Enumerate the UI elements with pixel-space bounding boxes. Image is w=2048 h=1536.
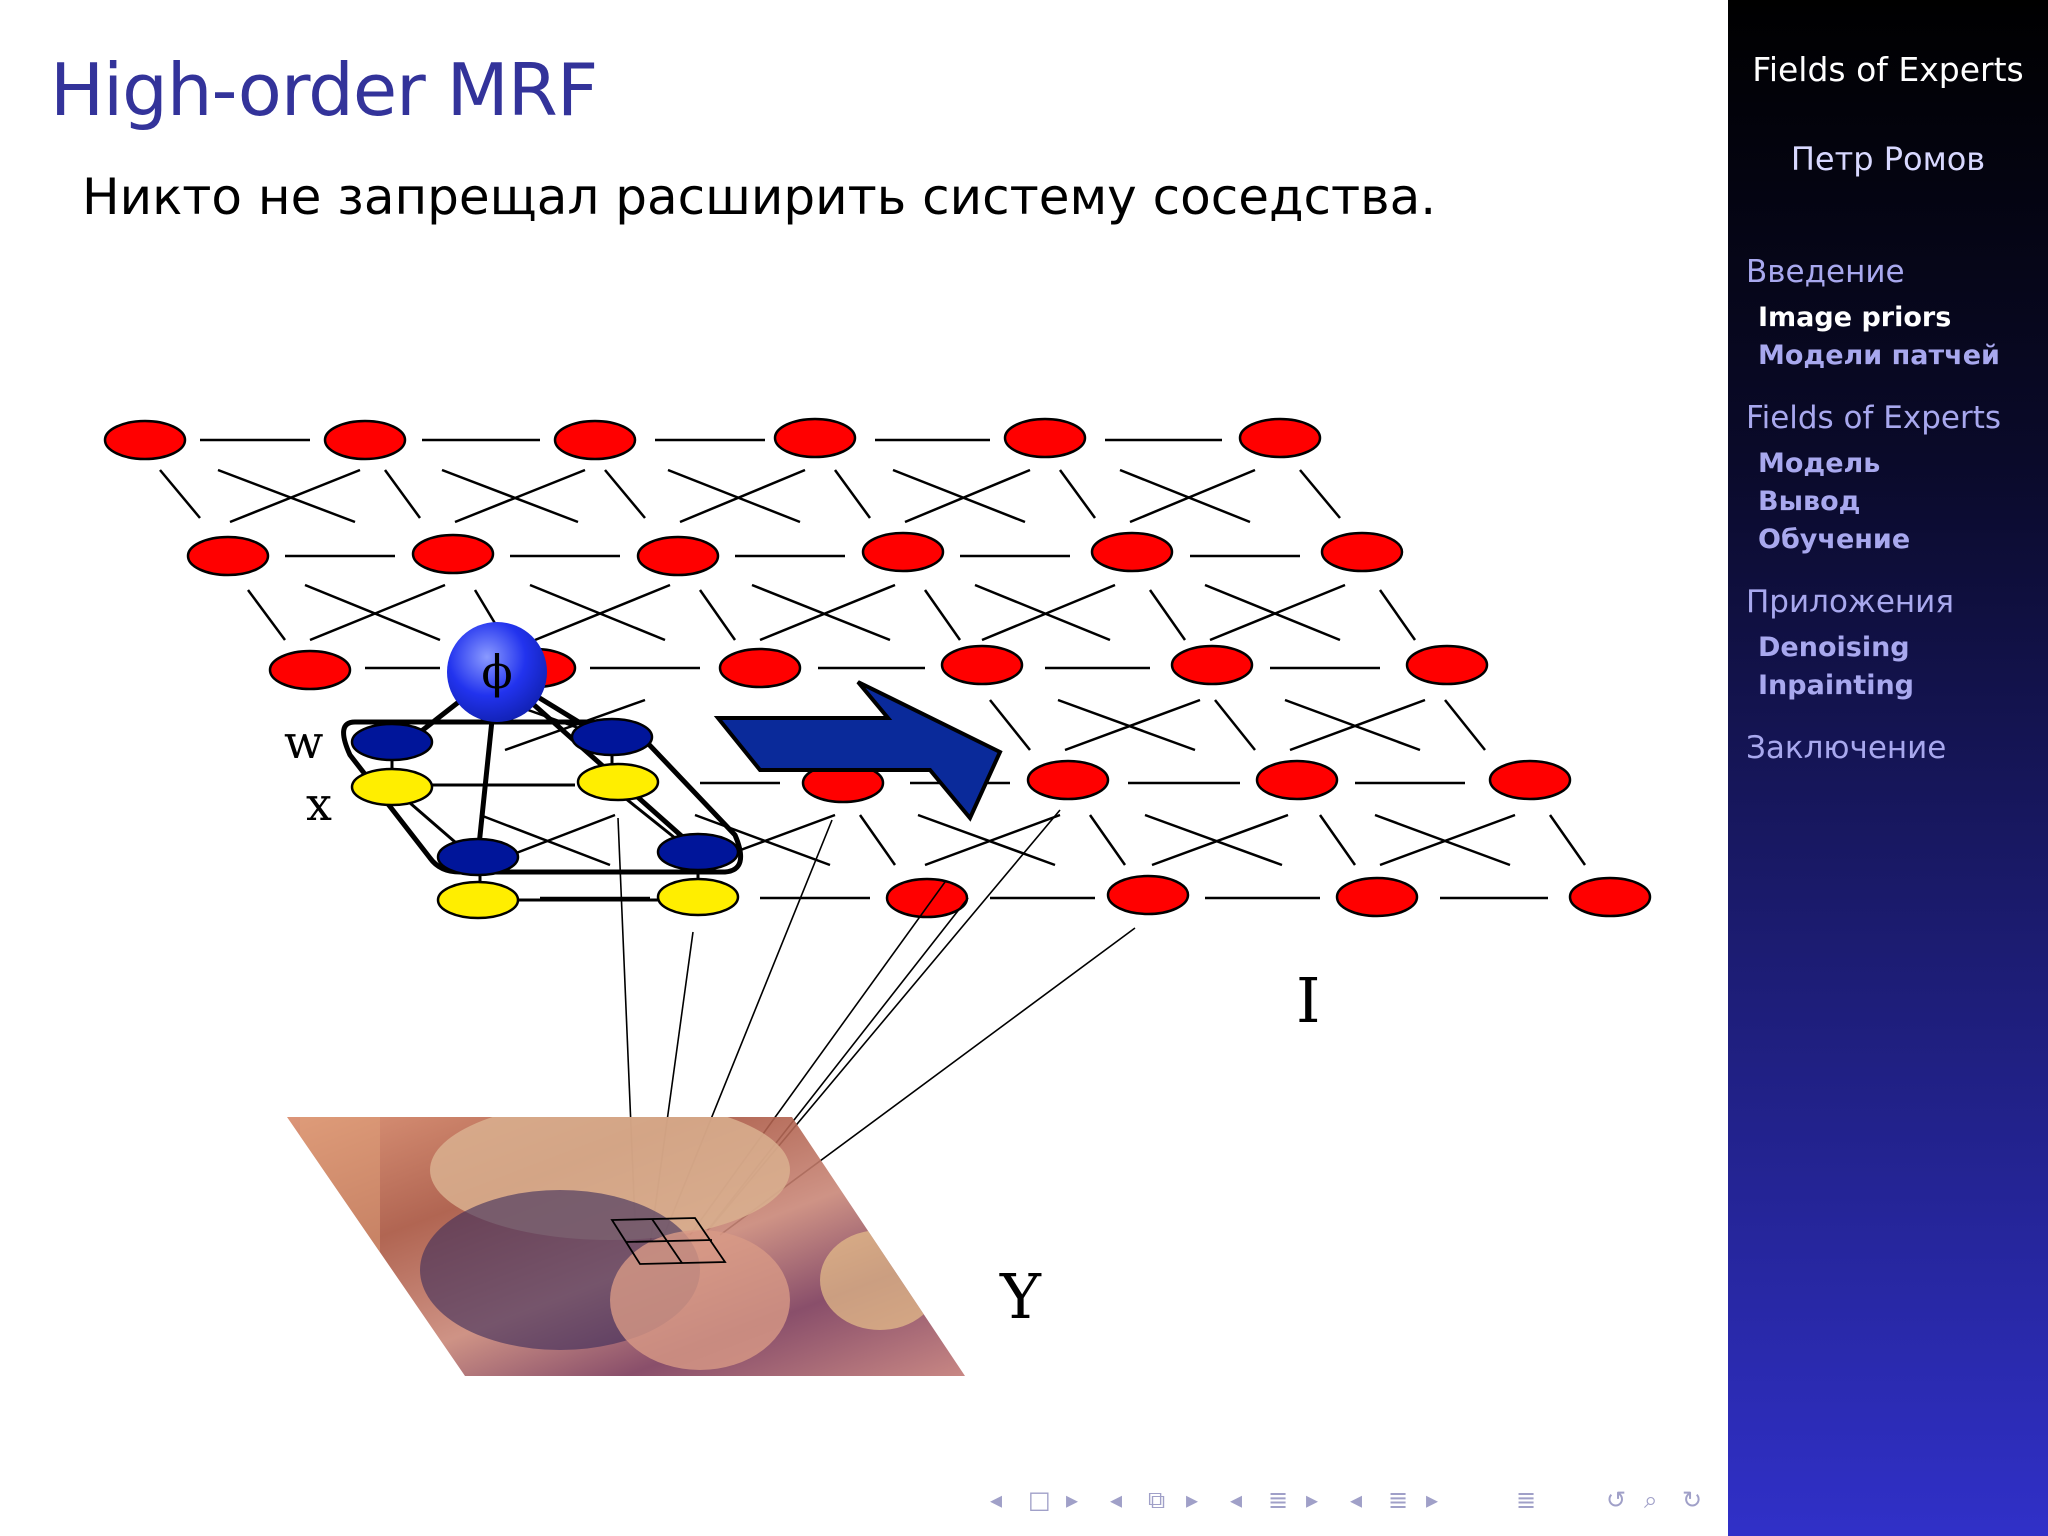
sidebar: Fields of Experts Петр Ромов Введение Im… bbox=[1728, 0, 2048, 1536]
sidebar-section-fields-of-experts[interactable]: Fields of Experts bbox=[1746, 400, 2002, 436]
sidebar-section-conclusion[interactable]: Заключение bbox=[1746, 730, 1947, 766]
nav-next-doc-icon[interactable]: ▸ bbox=[1426, 1486, 1439, 1514]
sidebar-item-denoising[interactable]: Denoising bbox=[1758, 632, 1910, 663]
mrf-figure: ϕ w x I Y bbox=[103, 417, 1652, 1376]
sidebar-author[interactable]: Петр Ромов bbox=[1790, 140, 1986, 178]
sidebar-item-inpainting[interactable]: Inpainting bbox=[1758, 670, 1915, 701]
sidebar-section-introduction[interactable]: Введение bbox=[1746, 254, 1905, 290]
clique bbox=[341, 622, 744, 920]
slide-title: High-order MRF bbox=[50, 48, 598, 132]
nav-back-icon[interactable]: ↺ bbox=[1606, 1486, 1627, 1514]
y-label: Y bbox=[999, 1260, 1042, 1333]
image-plane bbox=[287, 1117, 965, 1376]
beamer-navigation: ◂ □ ▸ ◂ ⧉ ▸ ◂ ≣ ▸ ◂ ≣ ▸ ≣ ↺ ⌕ ↻ bbox=[980, 1486, 1720, 1522]
sidebar-item-image-priors[interactable]: Image priors bbox=[1758, 302, 1952, 333]
nav-frame-icon[interactable]: □ bbox=[1028, 1486, 1051, 1514]
phi-label: ϕ bbox=[481, 645, 512, 699]
nav-section-icon[interactable]: ≣ bbox=[1268, 1486, 1289, 1514]
nav-subsection-icon[interactable]: ⧉ bbox=[1148, 1486, 1166, 1514]
slide: High-order MRF Никто не запрещал расшири… bbox=[50, 48, 1720, 1522]
nav-forward-icon[interactable]: ↻ bbox=[1682, 1486, 1703, 1514]
x-label: x bbox=[306, 777, 332, 831]
nav-prev-doc-icon[interactable]: ◂ bbox=[1350, 1486, 1363, 1514]
i-label: I bbox=[1296, 964, 1321, 1037]
nav-next-section-icon[interactable]: ▸ bbox=[1306, 1486, 1319, 1514]
red-nodes bbox=[103, 417, 1652, 919]
slide-subtitle: Никто не запрещал расширить систему сосе… bbox=[82, 168, 1437, 226]
arrow bbox=[713, 680, 1003, 822]
sidebar-section-applications[interactable]: Приложения bbox=[1746, 584, 1954, 620]
sidebar-item-inference[interactable]: Вывод bbox=[1758, 486, 1861, 517]
nav-prev-subsection-icon[interactable]: ◂ bbox=[1110, 1486, 1123, 1514]
nav-search-icon[interactable]: ⌕ bbox=[1644, 1486, 1658, 1514]
sidebar-title[interactable]: Fields of Experts bbox=[1752, 50, 2024, 89]
nav-next-subsection-icon[interactable]: ▸ bbox=[1186, 1486, 1199, 1514]
w-label: w bbox=[284, 715, 323, 769]
nav-toc-icon[interactable]: ≣ bbox=[1516, 1486, 1537, 1514]
sidebar-item-model[interactable]: Модель bbox=[1758, 448, 1881, 479]
nav-prev-frame-icon[interactable]: ◂ bbox=[990, 1486, 1003, 1514]
nav-doc-icon[interactable]: ≣ bbox=[1388, 1486, 1409, 1514]
sidebar-item-patch-models[interactable]: Модели патчей bbox=[1758, 340, 2000, 371]
nav-prev-section-icon[interactable]: ◂ bbox=[1230, 1486, 1243, 1514]
phi-node bbox=[447, 622, 547, 722]
nav-next-frame-icon[interactable]: ▸ bbox=[1066, 1486, 1079, 1514]
sidebar-item-learning[interactable]: Обучение bbox=[1758, 524, 1911, 555]
grid-edges bbox=[159, 438, 1587, 900]
